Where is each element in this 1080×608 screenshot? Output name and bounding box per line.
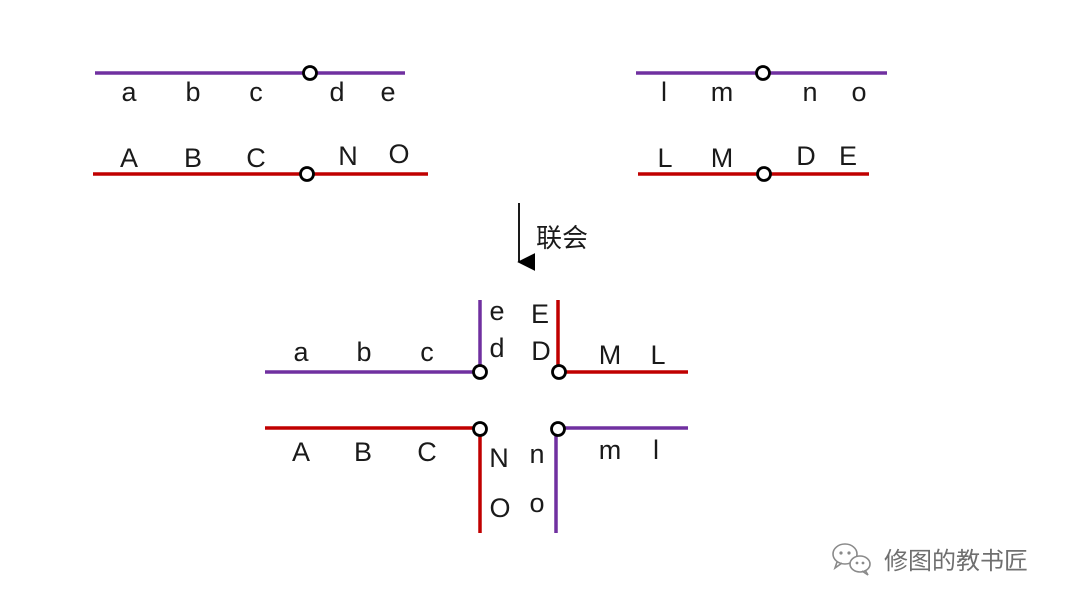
gene-label: b bbox=[185, 77, 200, 107]
gene-label: b bbox=[356, 337, 371, 367]
gene-label: l bbox=[653, 435, 659, 465]
gene-label: D bbox=[531, 336, 551, 366]
gene-label: B bbox=[354, 437, 372, 467]
gene-label: n bbox=[802, 77, 817, 107]
gene-label: n bbox=[529, 439, 544, 469]
centromere-node bbox=[551, 364, 567, 380]
gene-label: A bbox=[120, 143, 138, 173]
top-left-chromosome-pair: a b c d e A B C N O bbox=[93, 65, 428, 182]
gene-label: d bbox=[329, 77, 344, 107]
watermark-text: 修图的教书匠 bbox=[884, 547, 1028, 575]
gene-label: l bbox=[661, 77, 667, 107]
gene-label: C bbox=[246, 143, 266, 173]
centromere-node bbox=[472, 421, 488, 437]
gene-label: m bbox=[711, 77, 734, 107]
gene-label: D bbox=[796, 141, 816, 171]
gene-label: o bbox=[851, 77, 866, 107]
top-right-chromosome-pair: l m n o L M D E bbox=[636, 65, 887, 182]
arrow-label: 联会 bbox=[536, 224, 588, 254]
gene-label: N bbox=[338, 141, 358, 171]
synapsis-cross: a b c e d E D M L A B C N O n o m l bbox=[265, 296, 688, 533]
centromere-node bbox=[550, 421, 566, 437]
gene-label: E bbox=[839, 141, 857, 171]
gene-label: L bbox=[650, 340, 665, 370]
gene-label: m bbox=[599, 435, 622, 465]
centromere-node bbox=[299, 166, 315, 182]
gene-label: B bbox=[184, 143, 202, 173]
gene-label: e bbox=[380, 77, 395, 107]
gene-label: N bbox=[489, 443, 509, 473]
gene-label: c bbox=[249, 77, 263, 107]
gene-label: E bbox=[531, 299, 549, 329]
gene-label: d bbox=[489, 333, 504, 363]
gene-label: e bbox=[489, 296, 504, 326]
gene-label: M bbox=[599, 340, 622, 370]
centromere-node bbox=[302, 65, 318, 81]
gene-label: C bbox=[417, 437, 437, 467]
gene-label: M bbox=[711, 143, 734, 173]
centromere-node bbox=[756, 166, 772, 182]
gene-label: O bbox=[388, 139, 409, 169]
centromere-node bbox=[472, 364, 488, 380]
gene-label: a bbox=[293, 337, 309, 367]
synapsis-arrow: 联会 bbox=[517, 203, 588, 271]
gene-label: A bbox=[292, 437, 310, 467]
gene-label: o bbox=[529, 488, 544, 518]
gene-label: O bbox=[489, 493, 510, 523]
centromere-node bbox=[755, 65, 771, 81]
watermark: 修图的教书匠 bbox=[832, 543, 1028, 576]
gene-label: a bbox=[121, 77, 137, 107]
gene-label: c bbox=[420, 337, 434, 367]
wechat-icon bbox=[832, 543, 871, 576]
gene-label: L bbox=[657, 143, 672, 173]
